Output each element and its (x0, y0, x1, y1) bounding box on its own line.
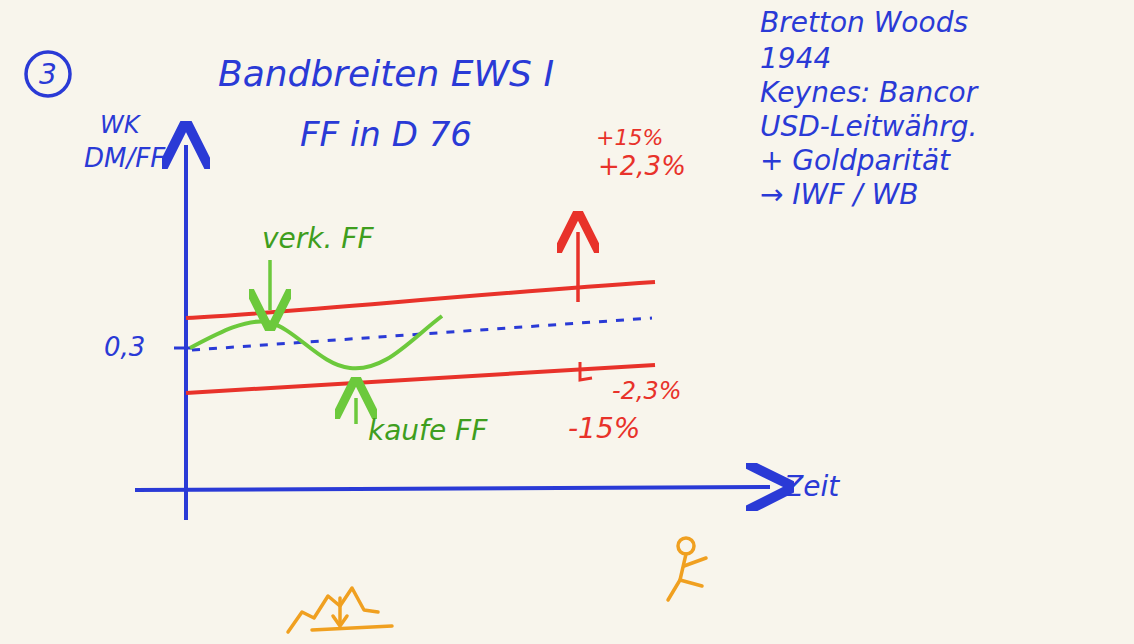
history-note: 1944 (760, 44, 831, 75)
action-note: kaufe FF (368, 416, 487, 447)
history-note: Keynes: Bancor (760, 78, 977, 109)
title: Bandbreiten EWS I (218, 54, 554, 94)
axis-label: WK (100, 112, 139, 138)
step-number: 3 (39, 58, 57, 91)
stick-figure (668, 538, 706, 600)
sell-arrow (268, 260, 272, 310)
history-note: Bretton Woods (760, 8, 968, 39)
exchange-rate-curve (190, 316, 442, 368)
axis-value: 0,3 (104, 333, 145, 362)
history-note: USD-Leitwährg. (760, 112, 978, 143)
y-axis (184, 145, 188, 520)
axis-label: DM/FF (84, 144, 165, 173)
band-tick (580, 362, 592, 380)
action-note: verk. FF (262, 224, 374, 255)
subtitle: FF in D 76 (300, 116, 472, 153)
mountain-sketch (288, 588, 392, 632)
band-percent: +2,3% (598, 152, 686, 181)
x-axis (135, 487, 770, 490)
band-percent: -2,3% (612, 378, 682, 404)
band-widening-arrow (576, 232, 580, 302)
step-circle: 3 (24, 50, 72, 98)
axis-tick (174, 347, 192, 350)
buy-arrow (354, 398, 358, 424)
band-percent: -15% (568, 414, 640, 445)
band-percent: +15% (596, 126, 663, 150)
history-note: + Goldparität (760, 146, 950, 177)
upper-band-line (186, 282, 655, 318)
history-note: → IWF / WB (760, 180, 919, 211)
axis-label: Zeit (784, 472, 839, 503)
